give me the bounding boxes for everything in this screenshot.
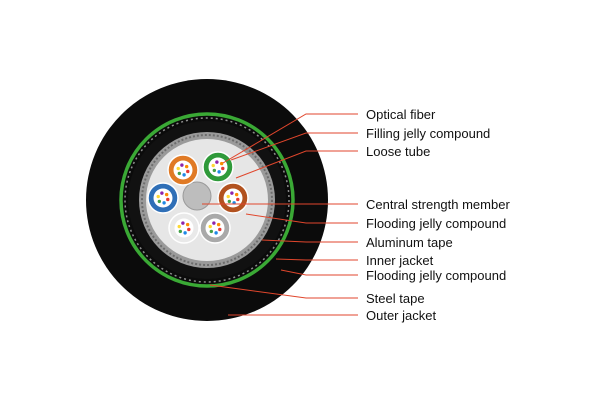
optical-fiber xyxy=(162,201,166,205)
optical-fiber xyxy=(164,192,169,197)
optical-fiber xyxy=(219,161,224,166)
optical-fiber xyxy=(226,194,230,199)
label-flooding-jelly-compound-inner: Flooding jelly compound xyxy=(366,216,507,231)
label-optical-fiber: Optical fiber xyxy=(366,107,436,122)
optical-fiber xyxy=(166,197,170,202)
label-inner-jacket: Inner jacket xyxy=(366,253,434,268)
optical-fiber xyxy=(214,231,218,235)
filling-jelly-compound xyxy=(153,188,173,208)
optical-fiber xyxy=(177,171,182,176)
optical-fiber xyxy=(156,194,160,199)
optical-fiber xyxy=(178,229,183,234)
filling-jelly-compound xyxy=(174,218,194,238)
optical-fiber xyxy=(221,166,225,171)
leader-flooding-jelly-compound-1 xyxy=(245,213,358,224)
optical-fiber xyxy=(185,222,190,227)
label-loose-tube: Loose tube xyxy=(366,144,431,159)
label-central-strength-member: Central strength member xyxy=(366,197,510,212)
filling-jelly-compound xyxy=(208,157,228,177)
leader-flooding-jelly-compound-2 xyxy=(280,269,358,276)
steel-tape xyxy=(119,112,295,288)
filling-jelly-compound xyxy=(223,188,243,208)
filling-jelly-compound xyxy=(205,218,225,238)
optical-fiber xyxy=(160,191,164,195)
central-strength-member xyxy=(182,181,212,211)
optical-fiber xyxy=(234,192,239,197)
aluminum-tape-corrugation xyxy=(141,134,273,266)
leader-aluminum-tape xyxy=(261,239,358,243)
leader-inner-jacket xyxy=(275,258,358,261)
optical-fiber xyxy=(186,169,190,174)
steel-tape-corrugation xyxy=(124,117,290,283)
optical-fiber xyxy=(183,231,187,235)
optical-fiber xyxy=(230,191,234,195)
optical-fiber xyxy=(157,199,162,204)
optical-fiber xyxy=(217,170,221,174)
leader-optical-fiber xyxy=(222,113,358,164)
optical-fiber xyxy=(227,199,232,204)
optical-fiber xyxy=(187,227,191,232)
label-aluminum-tape: Aluminum tape xyxy=(366,235,453,250)
optical-fiber xyxy=(209,229,214,234)
optical-fiber xyxy=(208,224,212,229)
optical-fiber xyxy=(180,163,184,167)
optical-fiber xyxy=(211,163,215,168)
leader-steel-tape xyxy=(209,284,358,299)
optical-fiber xyxy=(236,197,240,202)
leader-loose-tube xyxy=(235,150,358,179)
filling-jelly-compound xyxy=(173,160,193,180)
optical-fiber xyxy=(182,173,186,177)
label-steel-tape: Steel tape xyxy=(366,291,425,306)
optical-fiber xyxy=(176,166,180,171)
label-outer-jacket: Outer jacket xyxy=(366,308,437,323)
optical-fiber xyxy=(216,222,221,227)
optical-fiber xyxy=(177,224,181,229)
leader-lines-group xyxy=(202,113,358,316)
label-flooding-jelly-compound-outer: Flooding jelly compound xyxy=(366,268,507,283)
optical-fiber xyxy=(184,164,189,169)
label-filling-jelly-compound: Filling jelly compound xyxy=(366,126,491,141)
optical-fiber xyxy=(181,221,185,225)
optical-fiber xyxy=(212,221,216,225)
loose-tubes-group xyxy=(147,151,249,244)
optical-fiber xyxy=(215,160,219,164)
optical-fiber xyxy=(218,227,222,232)
leader-filling-jelly-compound xyxy=(230,132,358,161)
optical-fiber xyxy=(212,168,217,173)
